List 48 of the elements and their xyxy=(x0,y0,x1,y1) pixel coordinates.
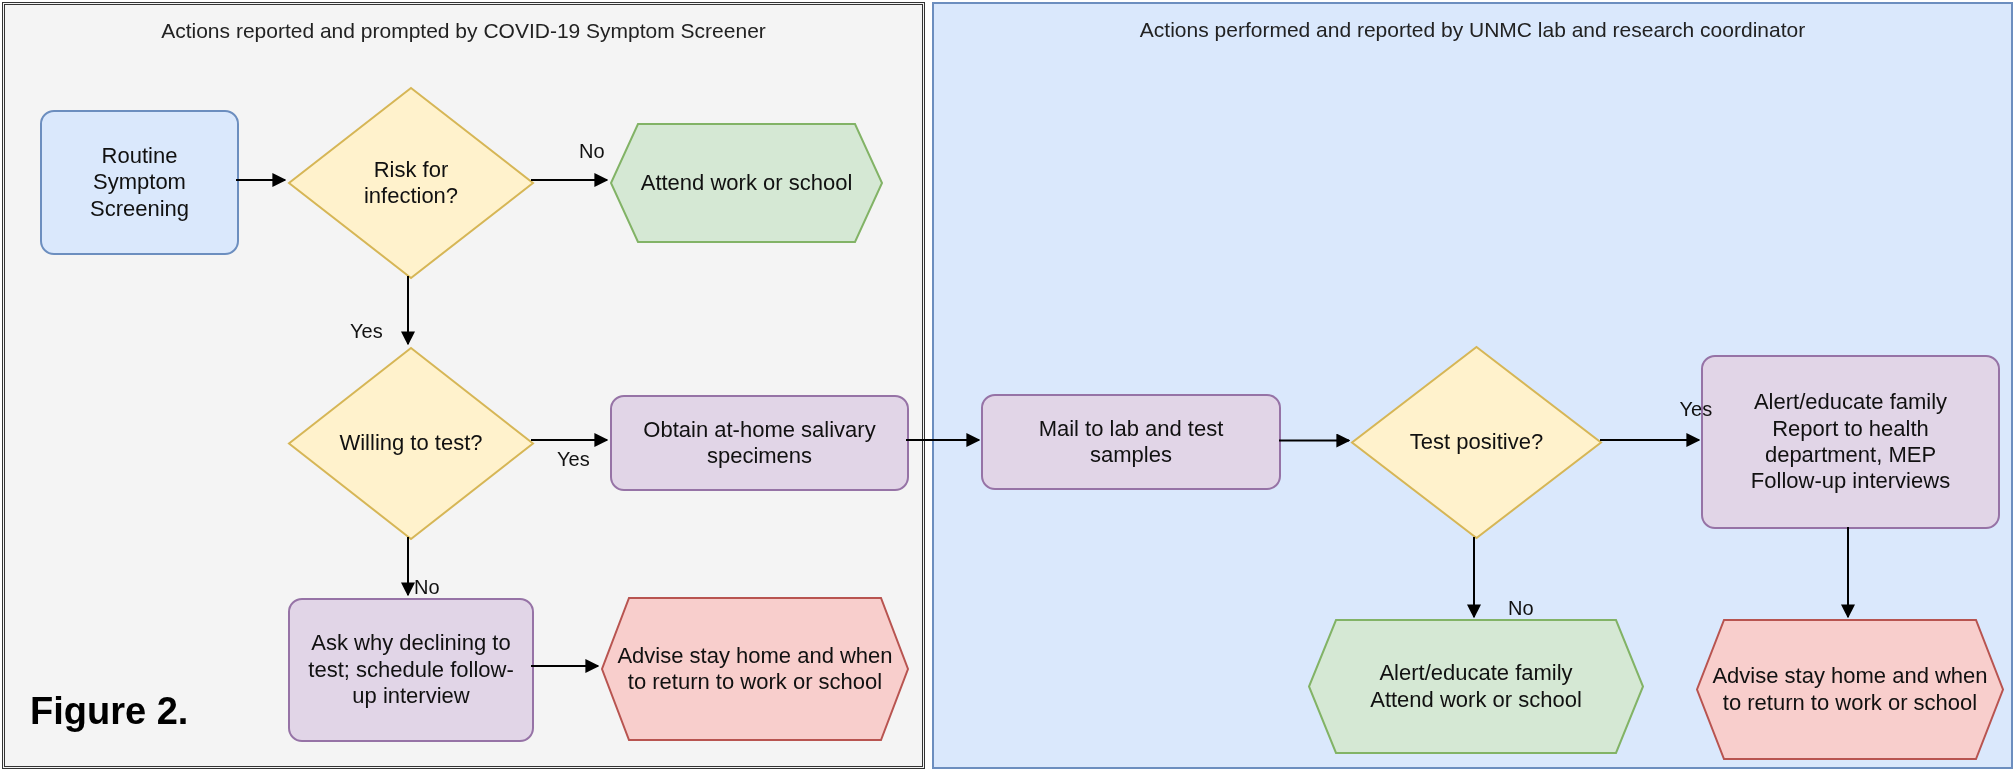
edge-label: Yes xyxy=(350,320,383,343)
swimlane-panel xyxy=(2,2,925,769)
decision-diamond xyxy=(1351,346,1602,539)
arrow xyxy=(401,275,415,346)
outcome-hexagon xyxy=(1696,619,2004,760)
arrow xyxy=(530,173,609,187)
process-box xyxy=(610,395,909,491)
outcome-hexagon xyxy=(610,123,883,243)
process-box xyxy=(288,598,534,742)
node-text: Test positive? xyxy=(1409,429,1544,456)
arrow xyxy=(1841,526,1855,619)
node-text: Risk for infection? xyxy=(362,156,460,210)
process-box xyxy=(40,110,239,255)
node-text: Mail to lab and test samples xyxy=(1037,415,1225,469)
edge-label: Yes xyxy=(557,448,590,471)
node-text: Willing to test? xyxy=(339,430,483,457)
arrow xyxy=(530,659,600,673)
arrow xyxy=(1278,433,1351,448)
edge-label: No xyxy=(414,576,440,599)
node-text: Obtain at-home salivary specimens xyxy=(642,416,877,470)
node-text: Attend work or school xyxy=(640,169,853,197)
swimlane-panel xyxy=(932,2,2013,769)
arrow xyxy=(401,536,415,597)
arrow xyxy=(1599,433,1701,447)
figure-label: Figure 2. xyxy=(30,690,189,733)
node-text: Alert/educate family xyxy=(1379,660,1573,687)
node-text: Routine Symptom Screening xyxy=(88,142,191,223)
node-text: Advise stay home and when to return to work or school xyxy=(616,642,894,696)
node-text: Advise stay home and when to return to work or school xyxy=(1711,663,1989,716)
edge-label: Yes xyxy=(1679,398,1713,421)
node-text: Follow-up interviews xyxy=(1750,468,1951,495)
arrow xyxy=(235,173,287,187)
outcome-hexagon xyxy=(1308,619,1644,754)
decision-diamond xyxy=(288,347,534,540)
edge-label: No xyxy=(1508,597,1534,620)
arrow xyxy=(1467,536,1481,619)
decision-diamond xyxy=(288,87,534,279)
node-text: Ask why declining to test; schedule follow-up interview xyxy=(307,630,515,710)
node-text: Report to health department, MEP xyxy=(1763,415,1938,469)
panel-heading: Actions performed and reported by UNMC lab and research coordinator xyxy=(1138,18,1807,42)
panel-heading: Actions reported and prompted by COVID-19 Symptom Screener xyxy=(160,19,767,43)
arrow xyxy=(530,433,609,447)
process-box xyxy=(981,394,1281,490)
node-text: Alert/educate family xyxy=(1753,389,1948,416)
edge-label: No xyxy=(579,140,605,163)
node-text: Attend work or school xyxy=(1370,686,1582,713)
outcome-hexagon xyxy=(601,597,909,741)
arrow xyxy=(905,433,981,447)
